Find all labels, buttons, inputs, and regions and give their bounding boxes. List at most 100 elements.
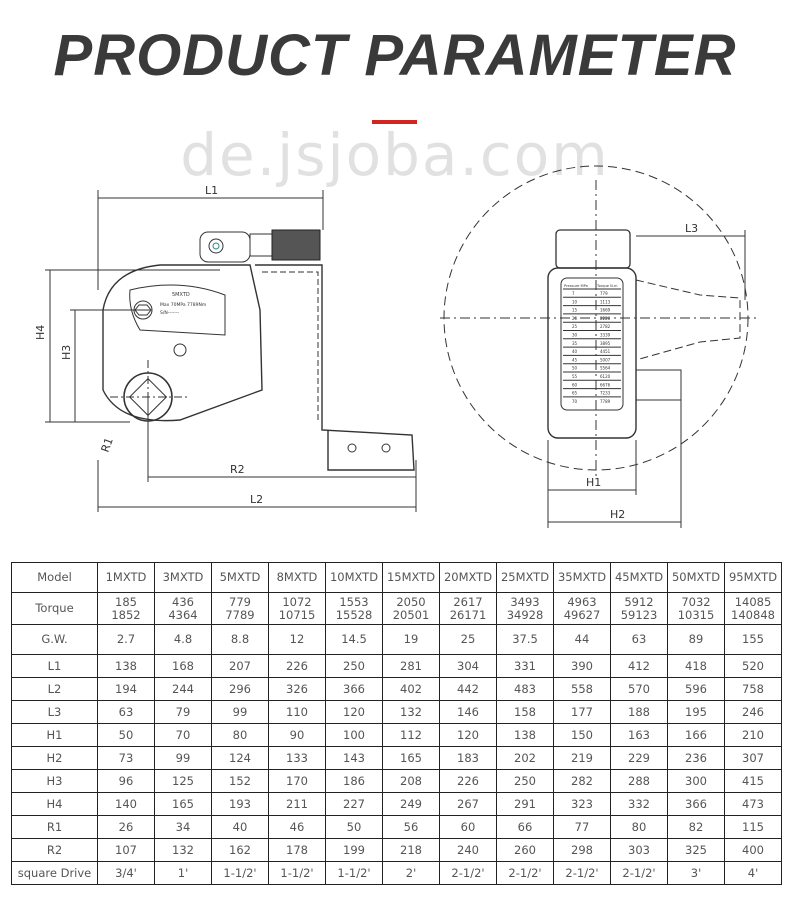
- nameplate-rating: Max 70MPa 7789Nm: [160, 302, 206, 308]
- table-cell: 2': [382, 861, 440, 885]
- table-cell: 4': [724, 861, 782, 885]
- torque-min: 7032: [681, 594, 711, 609]
- table-cell: 96: [97, 769, 155, 793]
- torque-max: 15528: [335, 607, 373, 622]
- plate-pressure: 70: [572, 399, 578, 404]
- table-cell: 3/4': [97, 861, 155, 885]
- table-cell: 304: [439, 654, 497, 678]
- table-cell: 1-1/2': [268, 861, 326, 885]
- table-cell: 112: [382, 723, 440, 747]
- torque-min: 14085: [734, 594, 772, 609]
- table-cell: 323: [553, 792, 611, 816]
- plate-pressure: 50: [572, 366, 578, 371]
- table-cell: 132: [154, 838, 212, 862]
- table-cell: 3': [667, 861, 725, 885]
- table-cell: 177: [553, 700, 611, 724]
- table-cell: 210: [724, 723, 782, 747]
- table-cell: 558: [553, 677, 611, 701]
- table-cell: 125: [154, 769, 212, 793]
- table-cell: 186: [325, 769, 383, 793]
- table-cell: 37.5: [496, 624, 554, 655]
- table-cell: 415: [724, 769, 782, 793]
- row-label: Model: [11, 562, 98, 593]
- table-cell: 260: [496, 838, 554, 862]
- table-cell: 281: [382, 654, 440, 678]
- table-cell: 115: [724, 815, 782, 839]
- front-view-drawing: [440, 165, 760, 528]
- torque-max: 59123: [620, 607, 658, 622]
- table-cell: 1': [154, 861, 212, 885]
- table-cell: 82: [667, 815, 725, 839]
- table-cell: 79: [154, 700, 212, 724]
- plate-torque: 7789: [600, 399, 611, 404]
- table-cell: 19: [382, 624, 440, 655]
- plate-pressure: 55: [572, 374, 578, 379]
- table-cell: 34: [154, 815, 212, 839]
- plate-pressure: 45: [572, 357, 578, 362]
- table-cell: 211: [268, 792, 326, 816]
- torque-min: 2617: [453, 594, 483, 609]
- plate-torque: 1113: [600, 299, 611, 304]
- plate-pressure: 30: [572, 333, 578, 338]
- plate-pressure: 40: [572, 349, 578, 354]
- table-cell: 473: [724, 792, 782, 816]
- table-cell: 8.8: [211, 624, 269, 655]
- table-cell: 165: [154, 792, 212, 816]
- dim-label-r2: R2: [230, 463, 245, 476]
- table-cell: 132: [382, 700, 440, 724]
- plate-torque: 3895: [600, 341, 611, 346]
- title-underline: [372, 120, 417, 124]
- table-cell: 77: [553, 815, 611, 839]
- table-cell: 236: [667, 746, 725, 770]
- table-cell: 244: [154, 677, 212, 701]
- torque-min: 1553: [339, 594, 369, 609]
- table-cell: 325: [667, 838, 725, 862]
- table-cell: 56: [382, 815, 440, 839]
- torque-min: 4963: [567, 594, 597, 609]
- torque-max: 26171: [449, 607, 487, 622]
- table-cell: 249: [382, 792, 440, 816]
- table-cell: 402: [382, 677, 440, 701]
- table-cell: 80: [610, 815, 668, 839]
- table-cell: 2-1/2': [496, 861, 554, 885]
- table-cell: 63: [610, 624, 668, 655]
- torque-min: 1072: [282, 594, 312, 609]
- table-cell: 412: [610, 654, 668, 678]
- table-cell: 483: [496, 677, 554, 701]
- table-cell: 20MXTD: [439, 562, 497, 593]
- table-cell: 194: [97, 677, 155, 701]
- plate-pressure: 7: [572, 291, 575, 296]
- table-cell: 158: [496, 700, 554, 724]
- table-cell: 138: [97, 654, 155, 678]
- nameplate-serial: S/N-------: [160, 310, 179, 316]
- table-cell: 110: [268, 700, 326, 724]
- table-cell: 226: [439, 769, 497, 793]
- plate-header-pressure: Pressure MPa: [564, 284, 588, 288]
- table-cell: 155: [724, 624, 782, 655]
- plate-torque: 5564: [600, 366, 611, 371]
- table-cell: 307: [724, 746, 782, 770]
- table-cell: 163: [610, 723, 668, 747]
- torque-max: 1852: [111, 607, 141, 622]
- table-cell: 207: [211, 654, 269, 678]
- table-cell: 10MXTD: [325, 562, 383, 593]
- torque-max: 4364: [168, 607, 198, 622]
- torque-max: 34928: [506, 607, 544, 622]
- table-cell: 2-1/2': [553, 861, 611, 885]
